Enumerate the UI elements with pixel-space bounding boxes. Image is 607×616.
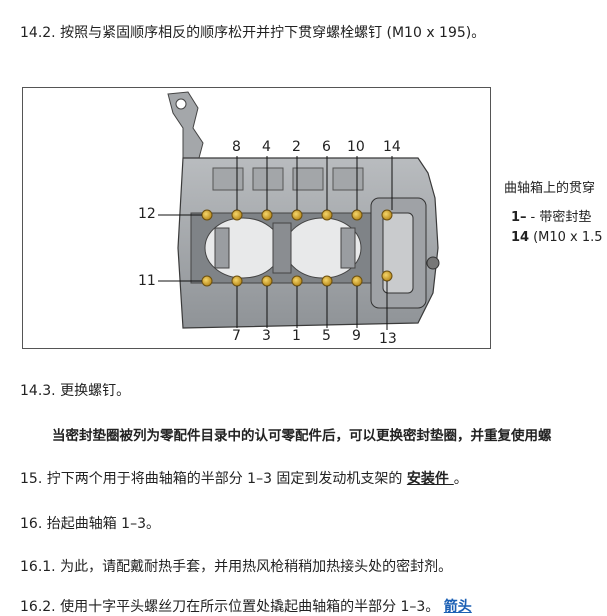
note-seal-replace: 当密封垫圈被列为零配件目录中的认可零配件后，可以更换密封垫圈，并重复使用螺 xyxy=(52,428,552,444)
callout-bottom-9: 9 xyxy=(352,328,361,344)
callout-top-8: 8 xyxy=(232,139,241,155)
callout-bottom-3: 3 xyxy=(262,328,271,344)
legend-1-text: - 带密封垫 xyxy=(530,210,592,225)
step-15-text: 15. 拧下两个用于将曲轴箱的半部分 1–3 固定到发动机支架的 xyxy=(20,471,407,487)
callout-top-4: 4 xyxy=(262,139,271,155)
step-16-2: 16.2. 使用十字平头螺丝刀在所示位置处撬起曲轴箱的半部分 1–3。 箭头 xyxy=(20,596,472,616)
crankcase-bolt-diagram: 8 4 2 6 10 14 12 11 7 3 1 5 9 13 xyxy=(22,87,491,349)
callout-top-10: 10 xyxy=(347,139,365,155)
step-14-3: 14.3. 更换螺钉。 xyxy=(20,383,131,399)
mounting-parts-link[interactable]: 安装件 xyxy=(406,471,454,487)
step-15: 15. 拧下两个用于将曲轴箱的半部分 1–3 固定到发动机支架的 安装件 。 xyxy=(20,468,468,488)
step-15-suffix: 。 xyxy=(453,471,468,487)
callout-top-6: 6 xyxy=(322,139,331,155)
legend-2-number: 14 xyxy=(511,230,530,245)
figure-legend-2: 14(M10 x 1.5 xyxy=(511,230,603,245)
callout-bottom-5: 5 xyxy=(322,328,331,344)
legend-1-number: 1– xyxy=(511,210,527,225)
callout-left-11: 11 xyxy=(138,273,156,289)
figure-side-caption: 曲轴箱上的贯穿 xyxy=(504,181,596,196)
callout-left-12: 12 xyxy=(138,206,156,222)
figure-legend-1: 1–- 带密封垫 xyxy=(511,206,591,225)
step-16-2-text: 16.2. 使用十字平头螺丝刀在所示位置处撬起曲轴箱的半部分 1–3。 xyxy=(20,599,440,615)
step-16-1: 16.1. 为此，请配戴耐热手套，并用热风枪稍稍加热接头处的密封剂。 xyxy=(20,559,453,575)
callout-top-2: 2 xyxy=(292,139,301,155)
callout-bottom-1: 1 xyxy=(292,328,301,344)
legend-2-text: (M10 x 1.5 xyxy=(533,230,603,245)
callout-bottom-7: 7 xyxy=(232,328,241,344)
step-14-2: 14.2. 按照与紧固顺序相反的顺序松开并拧下贯穿螺栓螺钉 (M10 x 195… xyxy=(20,25,486,41)
callout-bottom-13: 13 xyxy=(379,331,397,347)
step-16: 16. 抬起曲轴箱 1–3。 xyxy=(20,516,160,532)
arrow-link[interactable]: 箭头 xyxy=(443,599,472,615)
callout-top-14: 14 xyxy=(383,139,401,155)
engine-block-illustration xyxy=(158,91,440,330)
